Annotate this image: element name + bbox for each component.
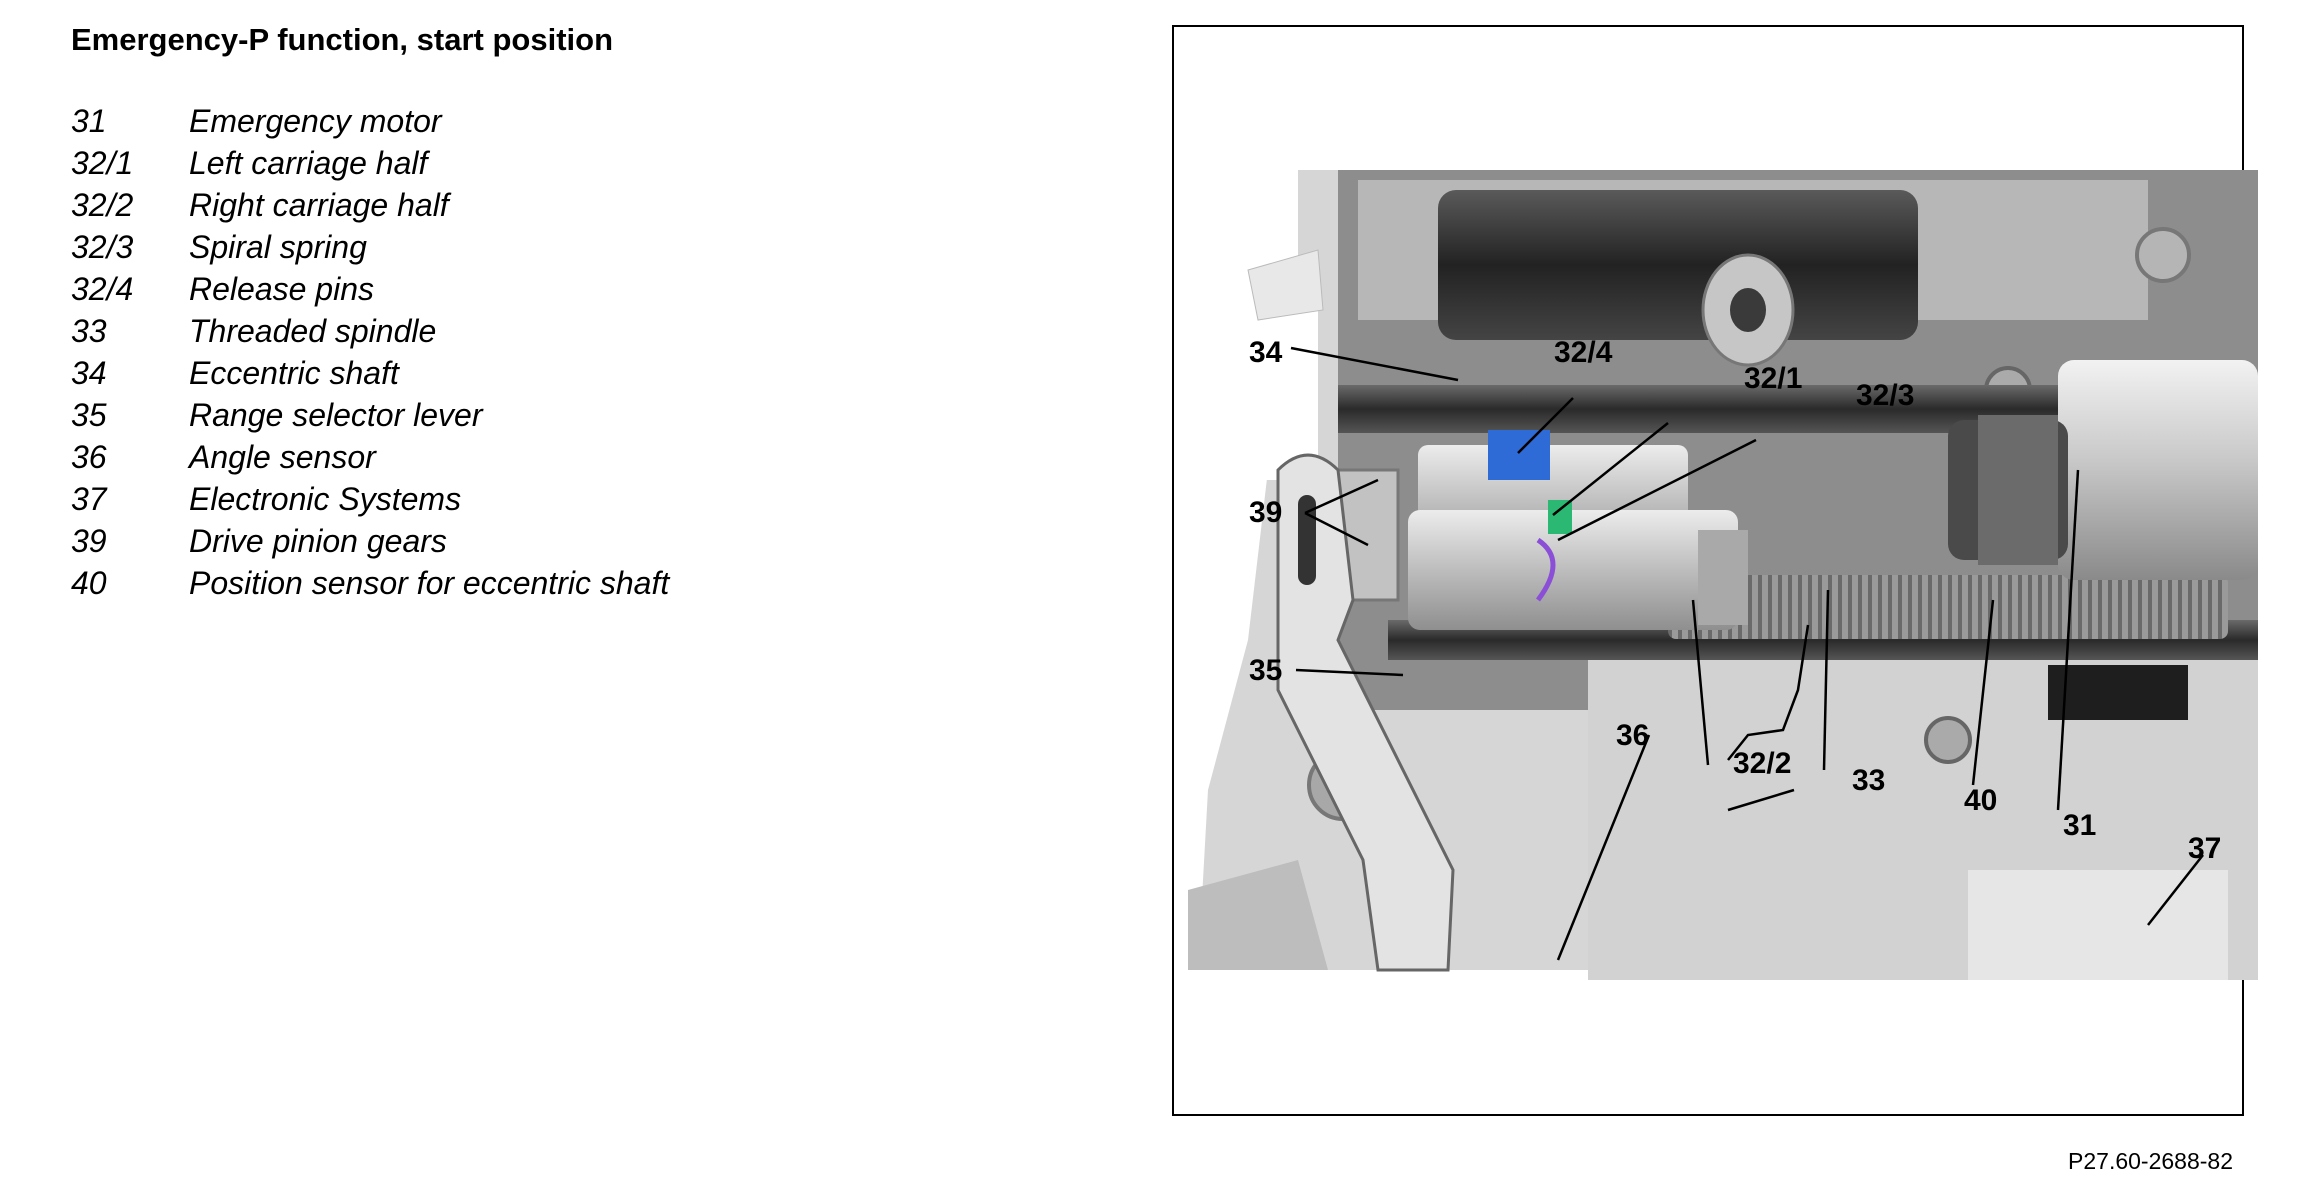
range-selector-lever	[1276, 453, 1455, 972]
legend-number: 37	[71, 481, 107, 517]
threaded-spindle	[1668, 575, 2228, 639]
release-pins	[1488, 430, 1550, 480]
legend-label: Drive pinion gears	[189, 523, 447, 559]
roller	[1438, 190, 1918, 367]
spiral-spring	[1535, 537, 1556, 602]
legend-number: 40	[71, 565, 107, 601]
callout-37: 37	[2188, 832, 2221, 865]
callout-32-1: 32/1	[1744, 362, 1802, 395]
legend-number: 32/4	[71, 271, 134, 307]
legend-number: 32/1	[71, 145, 134, 181]
leader-lines	[1290, 346, 2204, 961]
page-title: Emergency-P function, start position	[71, 22, 614, 57]
legend-label: Range selector lever	[189, 397, 483, 433]
figure-reference: P27.60-2688-82	[2068, 1148, 2233, 1174]
legend-label: Spiral spring	[189, 229, 367, 265]
legend-label: Emergency motor	[189, 103, 442, 139]
legend-number: 32/3	[71, 229, 134, 265]
emergency-motor	[1948, 360, 2258, 720]
legend-label: Angle sensor	[189, 439, 376, 475]
legend-label: Threaded spindle	[189, 313, 437, 349]
legend-number: 36	[71, 439, 107, 475]
mechanism-illustration: 34 32/4 32/1 32/3 39 35 36 32/2 33 40 31…	[1188, 170, 2258, 980]
callout-35: 35	[1249, 654, 1282, 687]
legend-label: Eccentric shaft	[189, 355, 399, 391]
legend-number: 34	[71, 355, 107, 391]
callout-32-2: 32/2	[1733, 747, 1791, 780]
carriage	[1408, 430, 1748, 630]
legend-label: Right carriage half	[189, 187, 449, 223]
legend-number: 33	[71, 313, 107, 349]
legend-number: 32/2	[71, 187, 134, 223]
callout-39: 39	[1249, 496, 1282, 529]
legend-number: 35	[71, 397, 107, 433]
callout-32-4: 32/4	[1554, 336, 1613, 369]
callout-34: 34	[1249, 336, 1283, 369]
callout-31: 31	[2063, 809, 2096, 842]
legend-label: Position sensor for eccentric shaft	[189, 565, 670, 601]
legend-label: Left carriage half	[189, 145, 428, 181]
callout-33: 33	[1852, 764, 1885, 797]
callout-36: 36	[1616, 719, 1649, 752]
legend-number: 31	[71, 103, 107, 139]
legend-label: Electronic Systems	[189, 481, 462, 517]
callout-32-3: 32/3	[1856, 379, 1914, 412]
legend-number: 39	[71, 523, 107, 559]
callout-labels: 34 32/4 32/1 32/3 39 35 36 32/2 33 40 31…	[1249, 336, 2221, 865]
callout-40: 40	[1964, 784, 1997, 817]
legend-label: Release pins	[189, 271, 374, 307]
